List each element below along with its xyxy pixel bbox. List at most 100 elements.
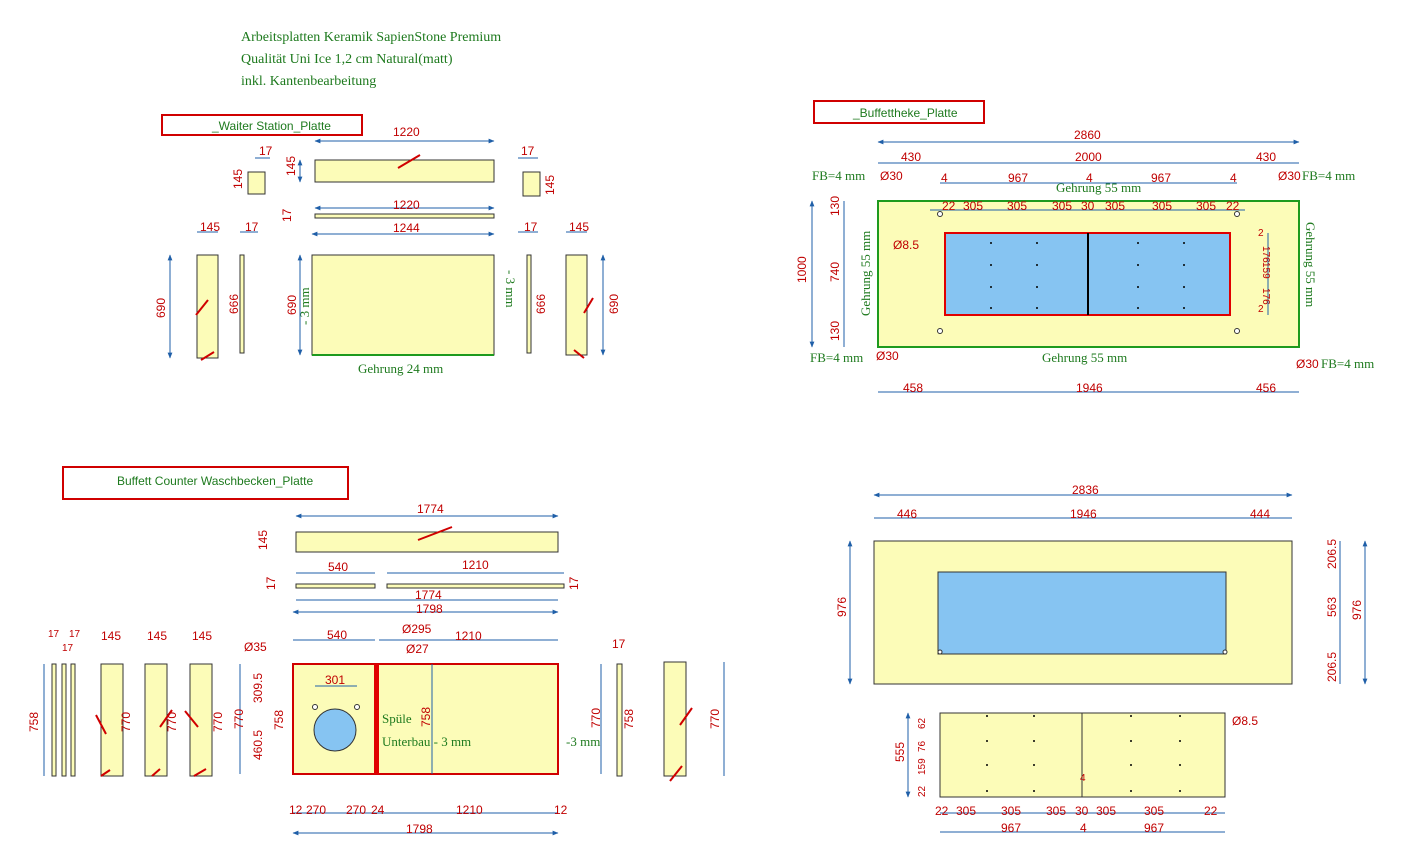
- lr-dim-976-b: 976: [1350, 600, 1364, 620]
- dim-770-e: 770: [211, 712, 225, 732]
- waiter-left-side-1: [196, 254, 219, 359]
- dim-540-b: 540: [327, 628, 347, 642]
- lr-dim-967-a: 967: [1001, 821, 1021, 835]
- lr-dim-305-a: 305: [956, 804, 976, 818]
- dim-458: 458: [903, 381, 923, 395]
- lr-dim-17-62: 62: [917, 717, 928, 729]
- unterbau-label: Unterbau - 3 mm: [382, 734, 471, 749]
- dim-176-b: 176: [1260, 288, 1271, 305]
- counter-strip-540: [295, 583, 376, 589]
- sink-circle: [313, 708, 357, 752]
- gehrung-left: Gehrung 55 mm: [858, 231, 873, 316]
- dim-145-top: 145: [284, 156, 298, 176]
- counter-minus3: -3 mm: [566, 734, 600, 749]
- dim-1220-top: 1220: [393, 125, 420, 139]
- dim-17-c: 17: [280, 208, 294, 222]
- gehrung-right: Gehrung 55 mm: [1303, 222, 1318, 307]
- lr-dim-305-b: 305: [1001, 804, 1021, 818]
- counter-panel: Buffett Counter Waschbecken_Platte 1774 …: [27, 466, 725, 836]
- dim-1210-a: 1210: [462, 558, 489, 572]
- o295: Ø295: [402, 622, 432, 636]
- counter-side-4: [100, 663, 124, 777]
- o30-top-left: Ø30: [880, 169, 903, 183]
- buffettheke-panel: _Buffettheke_Platte 2860 430 2000 430 4 …: [795, 100, 1374, 395]
- counter-side-5: [144, 663, 168, 777]
- dim-301: 301: [325, 673, 345, 687]
- dim-17-e: 17: [524, 220, 538, 234]
- dim-17-a: 17: [259, 144, 273, 158]
- waiter-left-side-2: [239, 254, 245, 354]
- counter-side-1: [51, 663, 57, 777]
- dim-4-b: 4: [1086, 171, 1093, 185]
- lr-dim-305-e: 305: [1144, 804, 1164, 818]
- dim-770-c: 770: [119, 712, 133, 732]
- lr-dim-976-a: 976: [835, 597, 849, 617]
- dim-1244: 1244: [393, 221, 420, 235]
- dim-1210-c: 1210: [456, 803, 483, 817]
- dim-30: 30: [1081, 199, 1095, 213]
- dim-770-d: 770: [165, 712, 179, 732]
- dim-1774-a: 1774: [417, 502, 444, 516]
- dim-758-b: 758: [419, 707, 433, 727]
- side-145-a: 145: [101, 629, 121, 643]
- dim-145-side-r: 145: [569, 220, 589, 234]
- spuele-label: Spüle: [382, 711, 412, 726]
- dim-130-b: 130: [828, 321, 842, 341]
- dim-159: 159: [1260, 262, 1271, 279]
- dim-305-5: 305: [1152, 199, 1172, 213]
- lr-cutout: [937, 571, 1227, 655]
- o27: Ø27: [406, 642, 429, 656]
- dim-758-c: 758: [27, 712, 41, 732]
- dim-460: 460.5: [251, 730, 265, 760]
- lower-right-panel: 2836 446 1946 444 976 976 206.5 563 206.…: [835, 483, 1368, 835]
- lr-dim-446: 446: [897, 507, 917, 521]
- dim-758-d: 758: [622, 709, 636, 729]
- dim-24: 24: [371, 803, 385, 817]
- counter-divider: [374, 664, 379, 774]
- dim-2-a: 2: [1258, 228, 1264, 239]
- side-17-a: 17: [48, 629, 60, 640]
- gehrung-bottom: Gehrung 55 mm: [1042, 350, 1127, 365]
- lr-dim-30: 30: [1075, 804, 1089, 818]
- dim-270-b: 270: [346, 803, 366, 817]
- counter-side-3: [70, 663, 76, 777]
- dim-770-a: 770: [232, 709, 246, 729]
- lr-dim-22-b: 22: [1204, 804, 1218, 818]
- dim-305-1: 305: [963, 199, 983, 213]
- dim-430-l: 430: [901, 150, 921, 164]
- side-17-d: 17: [612, 637, 626, 651]
- dim-1798-b: 1798: [406, 822, 433, 836]
- dim-690-right: 690: [607, 294, 621, 314]
- dim-1220-mid: 1220: [393, 198, 420, 212]
- side-145-c: 145: [192, 629, 212, 643]
- side-17-c: 17: [69, 629, 81, 640]
- dim-17-d: 17: [245, 220, 259, 234]
- o30-bottom-left: Ø30: [876, 349, 899, 363]
- dim-270-a: 270: [306, 803, 326, 817]
- dim-12-b: 12: [554, 803, 568, 817]
- dim-145-side-l: 145: [200, 220, 220, 234]
- side-17-b: 17: [62, 643, 74, 654]
- dim-967-a: 967: [1008, 171, 1028, 185]
- gehrung-top: Gehrung 55 mm: [1056, 180, 1141, 195]
- lr-dim-444: 444: [1250, 507, 1270, 521]
- lr-dim-305-d: 305: [1096, 804, 1116, 818]
- o30-bottom-right: Ø30: [1296, 357, 1319, 371]
- waiter-title: _Waiter Station_Platte: [211, 119, 331, 133]
- dim-967-b: 967: [1151, 171, 1171, 185]
- dim-17-f: 17: [264, 576, 278, 590]
- counter-top-strip: [295, 531, 559, 553]
- lr-o85: Ø8.5: [1232, 714, 1258, 728]
- lr-dim-4: 4: [1080, 821, 1087, 835]
- buffet-title-box: [813, 100, 985, 124]
- header-line-2: Qualität Uni Ice 1,2 cm Natural(matt): [241, 52, 453, 67]
- dim-4-c: 4: [1230, 171, 1237, 185]
- lr-dim-563: 563: [1325, 597, 1339, 617]
- dim-1210-b: 1210: [455, 629, 482, 643]
- lr-dim-2065-b: 206.5: [1325, 652, 1339, 682]
- fb-bottom-right: FB=4 mm: [1321, 356, 1374, 371]
- dim-1946-b: 1946: [1076, 381, 1103, 395]
- waiter-right-side-1: [565, 254, 588, 356]
- counter-side-7: [616, 663, 623, 777]
- dim-145-right: 145: [543, 175, 557, 195]
